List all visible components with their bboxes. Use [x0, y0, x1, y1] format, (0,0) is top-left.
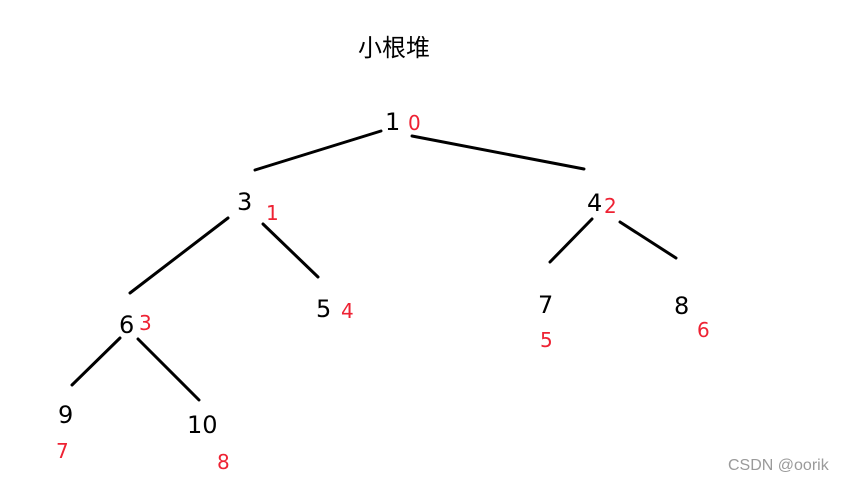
- edge-6-9: [70, 336, 122, 387]
- node-index: 7: [56, 439, 69, 463]
- edge-1-4: [410, 134, 586, 171]
- node-index: 3: [139, 311, 152, 335]
- node-value: 3: [237, 188, 253, 216]
- diagram-title: 小根堆: [358, 34, 430, 62]
- edge-4-7: [548, 217, 594, 264]
- node-value: 9: [58, 401, 74, 429]
- edge-1-3: [253, 129, 383, 172]
- node-value: 5: [316, 295, 332, 323]
- node-index: 0: [408, 111, 421, 135]
- node-index: 1: [266, 201, 279, 225]
- node-index: 2: [604, 194, 617, 218]
- node-index: 6: [697, 318, 710, 342]
- node-value: 4: [587, 189, 603, 217]
- node-index: 5: [540, 328, 553, 352]
- node-value: 6: [119, 311, 135, 339]
- edge-6-10: [136, 337, 201, 402]
- watermark: CSDN @oorik: [728, 457, 829, 474]
- edge-4-8: [618, 220, 678, 260]
- node-value: 10: [187, 411, 218, 439]
- node-index: 8: [217, 450, 230, 474]
- node-index: 4: [341, 299, 354, 323]
- node-value: 7: [538, 291, 554, 319]
- edge-3-6: [128, 216, 230, 295]
- node-value: 1: [385, 108, 401, 136]
- node-value: 8: [674, 292, 690, 320]
- edge-3-5: [261, 222, 320, 279]
